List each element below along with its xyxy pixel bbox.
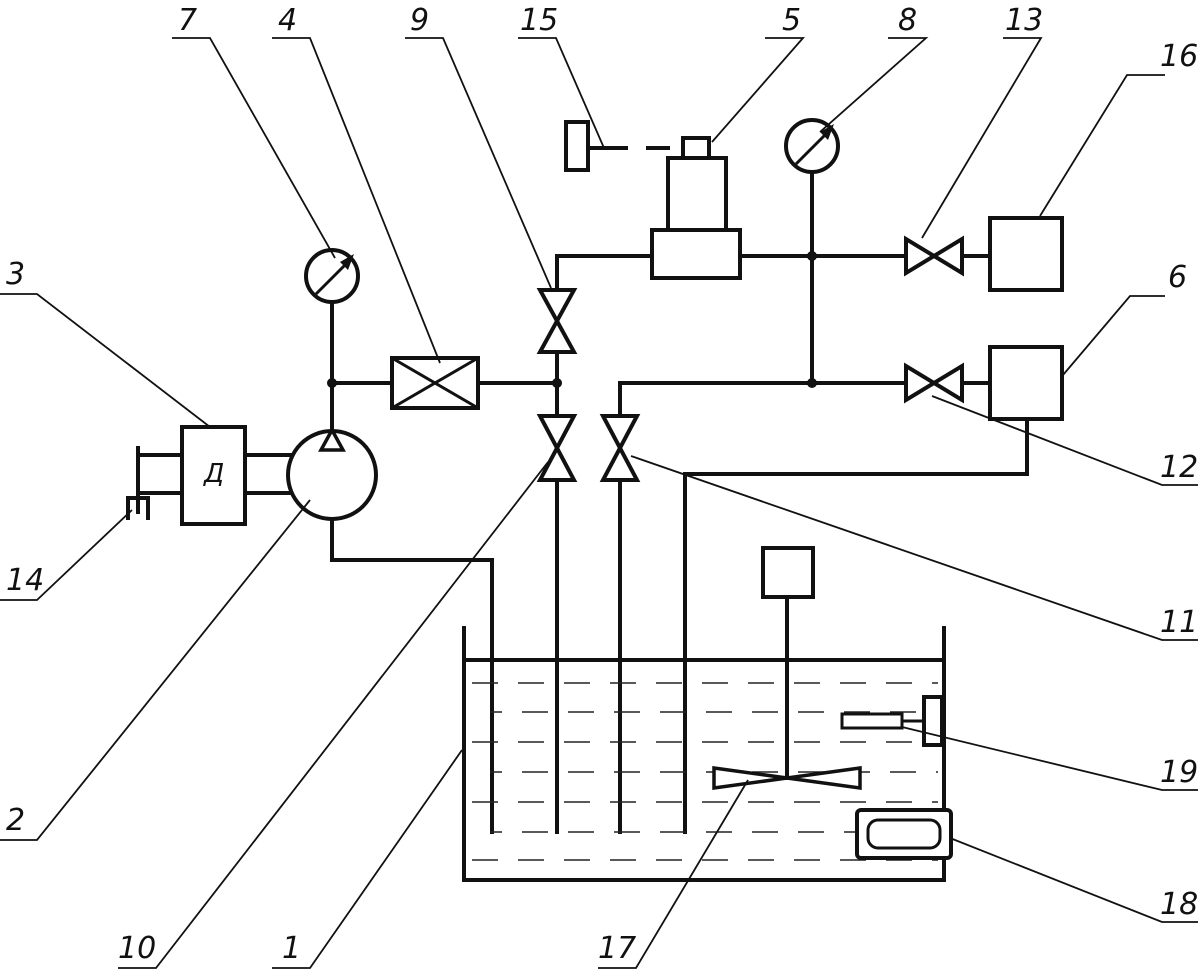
callout-8: 8	[898, 3, 917, 38]
callout-11: 11	[1160, 605, 1198, 640]
junction-dots	[327, 251, 817, 388]
callout-19: 19	[1160, 755, 1198, 790]
pressure-gauge-8	[784, 118, 840, 174]
unit-16	[988, 216, 1064, 292]
valve-10	[536, 414, 578, 482]
callout-13: 13	[1005, 3, 1043, 38]
tank	[462, 626, 946, 882]
filter	[389, 355, 481, 411]
leader-lines	[0, 37, 1198, 969]
motor-letter: Д	[203, 459, 224, 489]
electric-motor: Д	[180, 425, 247, 526]
valve-11	[599, 414, 641, 482]
callout-1: 1	[282, 931, 301, 966]
valve-12	[904, 362, 964, 404]
callout-15: 15	[520, 3, 558, 38]
pressure-regulator	[650, 136, 742, 280]
callout-2: 2	[6, 803, 25, 838]
pump	[286, 426, 378, 521]
callout-5: 5	[782, 3, 801, 38]
heater-18	[855, 808, 953, 860]
callout-4: 4	[278, 3, 297, 38]
callout-16: 16	[1160, 39, 1198, 74]
piping	[136, 146, 1029, 834]
valve-13	[904, 235, 964, 277]
callout-3: 3	[6, 257, 25, 292]
agitator	[712, 546, 862, 791]
sensor-19	[840, 695, 944, 747]
callout-9: 9	[410, 3, 429, 38]
callout-7: 7	[178, 3, 197, 38]
callout-17: 17	[598, 931, 636, 966]
pressure-gauge-7	[304, 248, 360, 304]
unit-6	[988, 345, 1064, 421]
callout-labels: 7 4 9 15 5 8 13 16 6 12 11 19 18 3 14 2 …	[6, 3, 1198, 966]
callout-10: 10	[118, 931, 156, 966]
callout-14: 14	[6, 563, 44, 598]
callout-6: 6	[1168, 260, 1187, 295]
switch-15	[564, 120, 590, 172]
callout-18: 18	[1160, 887, 1198, 922]
callout-12: 12	[1160, 450, 1198, 485]
motor-handle	[126, 446, 150, 520]
valve-9	[536, 288, 578, 354]
